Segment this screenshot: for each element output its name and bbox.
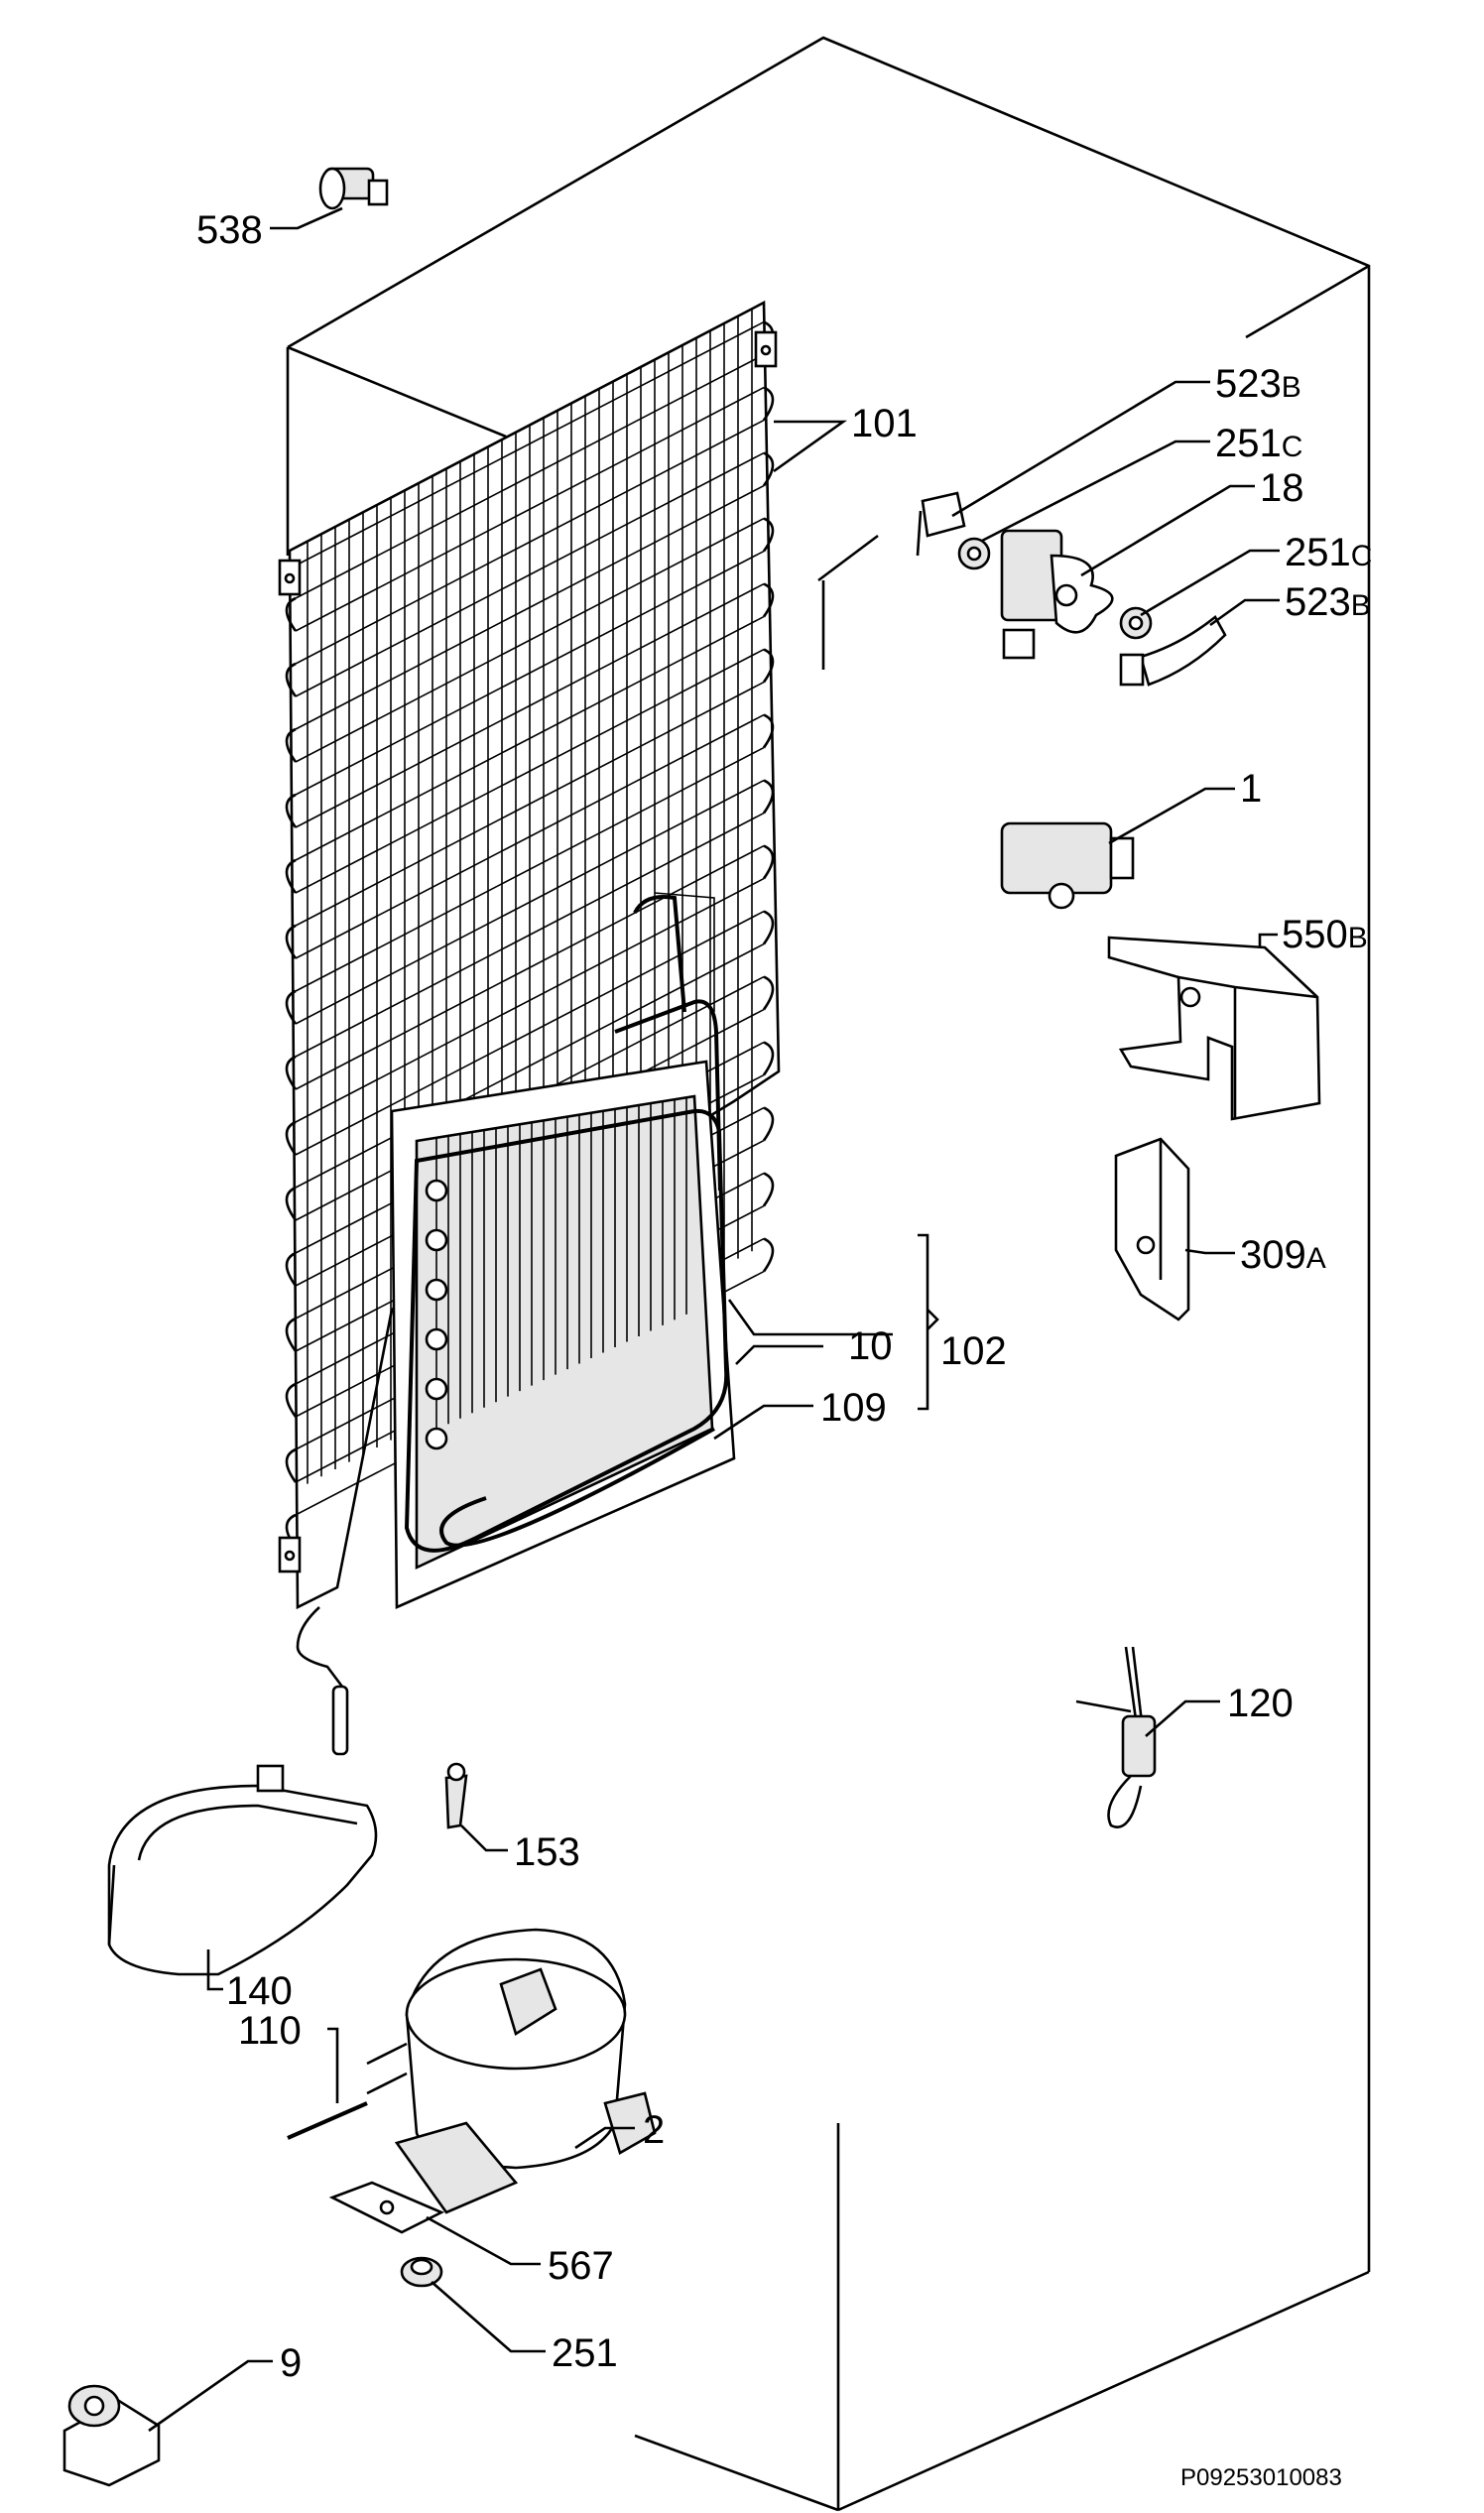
part-538-plug <box>318 167 389 210</box>
label-538: 538 <box>196 208 263 252</box>
cabinet-outline <box>286 36 1371 2512</box>
defrost-sensor <box>1075 1646 1157 1828</box>
label-1: 1 <box>1240 767 1262 811</box>
fan-grommet-top <box>957 537 991 570</box>
label-120: 120 <box>1227 1682 1294 1725</box>
label-2: 2 <box>643 2108 665 2152</box>
drain-pipe <box>439 1427 715 1548</box>
starter-relay <box>62 2384 161 2487</box>
label-102: 102 <box>940 1329 1007 1373</box>
label-18: 18 <box>1260 466 1304 510</box>
thermostat-cover <box>1107 936 1321 1121</box>
label-523b-bottom: 523B <box>1285 580 1371 624</box>
label-9: 9 <box>280 2341 302 2385</box>
label-550b: 550B <box>1282 913 1368 956</box>
fan-bracket-top <box>916 491 966 557</box>
cable-clip <box>444 1762 468 1829</box>
process-tube <box>287 2101 368 2140</box>
label-109: 109 <box>820 1386 887 1430</box>
fan-motor <box>1000 529 1114 660</box>
evaporator-assembly <box>390 892 736 1609</box>
label-101: 101 <box>851 402 918 445</box>
compressor <box>366 1928 657 2214</box>
label-309a: 309A <box>1240 1233 1326 1277</box>
label-523b-top: 523B <box>1215 362 1301 406</box>
rubber-grommet <box>400 2256 443 2288</box>
label-10: 10 <box>848 1324 893 1368</box>
drawing-code: P09253010083 <box>1180 2464 1342 2491</box>
drip-tray <box>107 1764 378 1976</box>
leader-lines <box>148 206 1280 2433</box>
fan-grommet-bottom <box>1119 606 1153 640</box>
label-567: 567 <box>548 2244 614 2288</box>
mounting-plate <box>328 2181 445 2234</box>
label-110: 110 <box>238 2009 302 2053</box>
fan-bracket-bottom <box>1119 615 1227 687</box>
part-labels: 538 101 523B 251C 18 251C 523B 1 550B 30… <box>196 208 1372 2385</box>
capillary-tube <box>296 1606 349 1756</box>
label-251c-bottom: 251C <box>1285 531 1372 574</box>
thermostat <box>1000 821 1135 910</box>
label-251c-top: 251C <box>1215 422 1302 465</box>
label-153: 153 <box>514 1830 580 1874</box>
label-251: 251 <box>552 2331 618 2375</box>
mounting-bracket <box>1114 1137 1190 1321</box>
label-140: 140 <box>226 1969 293 2013</box>
